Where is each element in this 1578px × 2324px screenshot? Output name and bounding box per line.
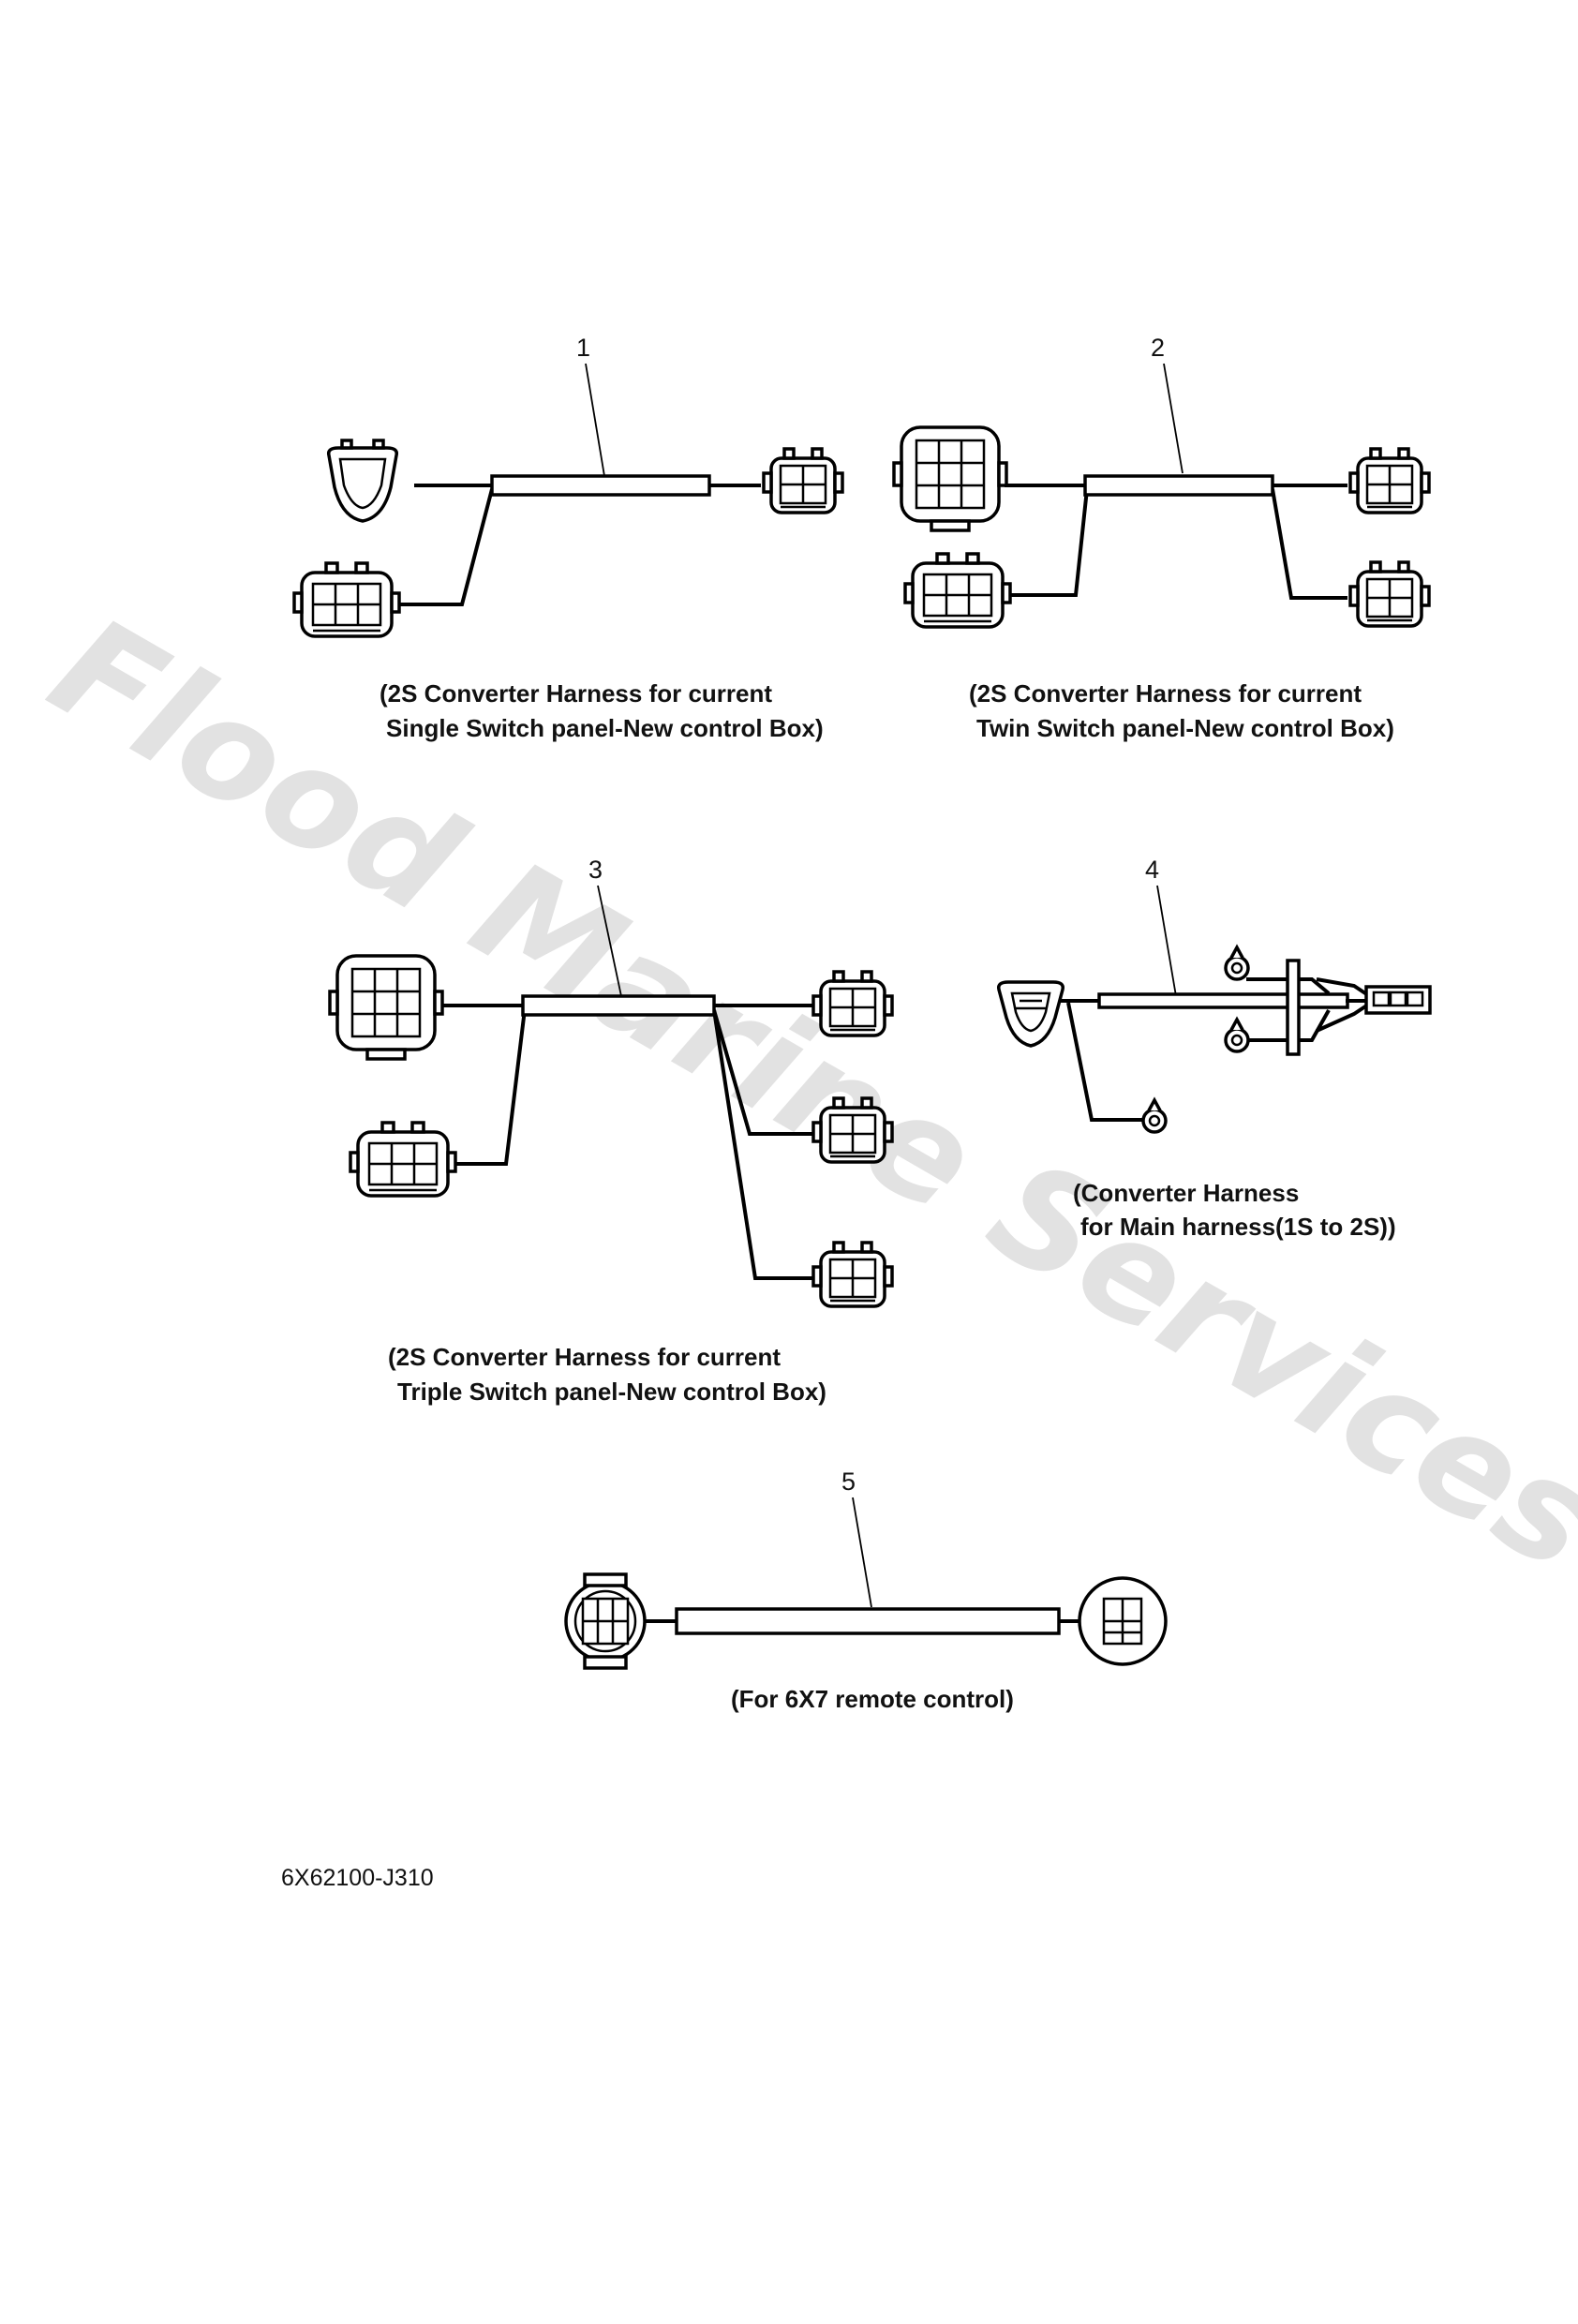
connector (1078, 1576, 1168, 1666)
wire-clamp (1286, 959, 1301, 1056)
item-number-3: 3 (588, 856, 603, 884)
connector (811, 1096, 894, 1164)
part-code: 6X62100-J310 (281, 1865, 434, 1891)
harness-sleeve (1097, 992, 1349, 1009)
wire (712, 1009, 813, 1280)
connector (762, 447, 844, 514)
leader-line (1163, 363, 1184, 474)
harness-item-1: 1 (2S Converter Harness for current Sing… (292, 334, 844, 742)
connector (811, 970, 894, 1037)
connector (292, 561, 401, 638)
connector (996, 980, 1065, 1048)
caption-line: (For 6X7 remote control) (731, 1685, 1014, 1713)
item-number-5: 5 (841, 1467, 856, 1496)
wire (712, 1009, 813, 1136)
wire (1066, 1002, 1148, 1122)
connector (903, 552, 1012, 629)
wire (452, 1008, 527, 1166)
wire (1316, 1003, 1370, 1033)
ring-terminal (1224, 1018, 1250, 1053)
leader-line (852, 1497, 872, 1608)
connector (328, 954, 444, 1061)
caption-line: Single Switch panel-New control Box) (386, 714, 824, 742)
harness-item-4: 4 (Converter Harness for Main harness(1S… (996, 856, 1432, 1241)
caption-line: (Converter Harness (1073, 1179, 1299, 1207)
harness-item-2: 2 (2S Converter Harness for current Twin… (892, 334, 1431, 742)
wire (1003, 488, 1089, 597)
harness-sleeve (490, 474, 711, 497)
harness-sleeve (1083, 474, 1274, 497)
connector (1348, 560, 1431, 628)
connector (1364, 985, 1432, 1015)
wire (392, 488, 494, 606)
leader-line (585, 363, 605, 477)
caption-line: Triple Switch panel-New control Box) (397, 1378, 826, 1406)
harness-sleeve (675, 1607, 1061, 1635)
caption-line: (2S Converter Harness for current (388, 1343, 781, 1371)
leader-line (1156, 885, 1177, 997)
caption-line: (2S Converter Harness for current (380, 679, 772, 708)
wire (1246, 977, 1331, 995)
connector (811, 1241, 894, 1308)
ring-terminal (1224, 946, 1250, 981)
item-number-4: 4 (1145, 856, 1159, 884)
connector (349, 1121, 457, 1198)
connector (564, 1572, 647, 1670)
item-number-2: 2 (1151, 334, 1165, 362)
ring-terminal (1141, 1098, 1168, 1134)
harness-sleeve (521, 994, 716, 1017)
leader-line (597, 885, 622, 997)
caption-line: for Main harness(1S to 2S)) (1080, 1213, 1396, 1241)
connector (326, 439, 399, 523)
harness-item-5: 5 (For 6X7 remote control) (564, 1467, 1168, 1713)
wire (1271, 488, 1347, 600)
wire (1246, 1009, 1331, 1042)
wire (1316, 977, 1370, 997)
caption-line: Twin Switch panel-New control Box) (976, 714, 1394, 742)
item-number-1: 1 (576, 334, 590, 362)
connector (1348, 447, 1431, 514)
harness-item-3: 3 (2S Converter Harness for current Trip… (328, 856, 894, 1406)
caption-line: (2S Converter Harness for current (969, 679, 1362, 708)
connector (892, 425, 1008, 532)
